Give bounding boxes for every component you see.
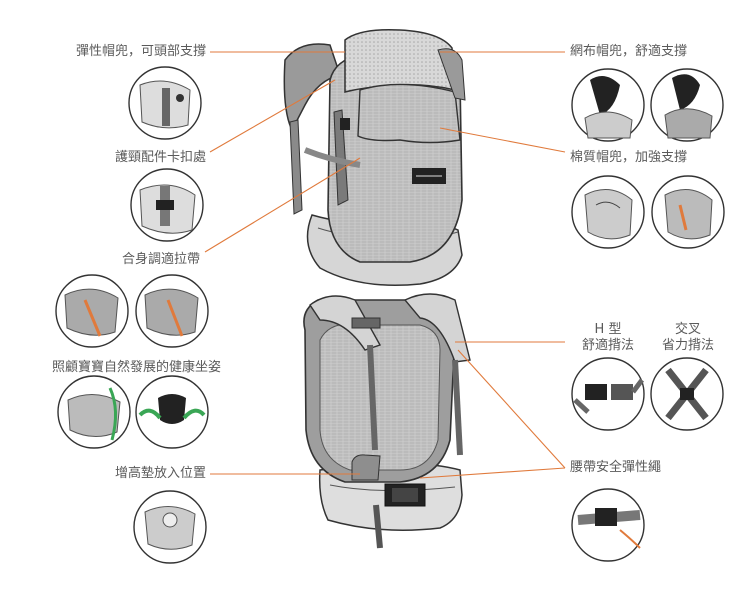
detail-mesh-hood-1 bbox=[571, 68, 645, 142]
detail-h-type bbox=[571, 357, 645, 431]
label-h-type-title: H 型 bbox=[594, 322, 622, 337]
detail-hood-support bbox=[128, 66, 202, 140]
label-mesh-hood: 網布帽兜，舒適支撐 bbox=[570, 44, 688, 59]
detail-mesh-hood-2 bbox=[650, 68, 724, 142]
detail-posture-1 bbox=[57, 375, 131, 449]
label-fit-strap: 合身調適拉帶 bbox=[121, 252, 200, 267]
label-booster-position: 增高墊放入位置 bbox=[114, 466, 206, 481]
label-cross-title: 交叉 bbox=[674, 322, 701, 337]
label-h-type-subtitle: 舒適揹法 bbox=[581, 338, 634, 353]
leader-lines bbox=[204, 51, 566, 479]
detail-fit-strap-2 bbox=[135, 274, 209, 348]
detail-cotton-hood-2 bbox=[651, 175, 725, 249]
label-cotton-hood: 棉質帽兜，加強支撐 bbox=[570, 150, 688, 165]
label-cross-subtitle: 省力揹法 bbox=[661, 338, 714, 353]
detail-booster bbox=[133, 490, 207, 564]
label-hood-support: 彈性帽兜，可頭部支撐 bbox=[75, 44, 206, 59]
detail-posture-2 bbox=[135, 375, 209, 449]
label-healthy-posture: 照顧寶寶自然發展的健康坐姿 bbox=[52, 360, 222, 375]
detail-waist-strap bbox=[571, 488, 645, 562]
detail-cross-type bbox=[650, 357, 724, 431]
label-waist-strap: 腰帶安全彈性繩 bbox=[570, 460, 662, 475]
detail-neck-buckle bbox=[130, 168, 204, 242]
back-carrier-illustration bbox=[303, 293, 471, 549]
front-carrier-illustration bbox=[283, 28, 466, 287]
detail-cotton-hood-1 bbox=[571, 175, 645, 249]
label-neck-buckle: 護頸配件卡扣處 bbox=[114, 150, 206, 165]
detail-fit-strap-1 bbox=[55, 274, 129, 348]
